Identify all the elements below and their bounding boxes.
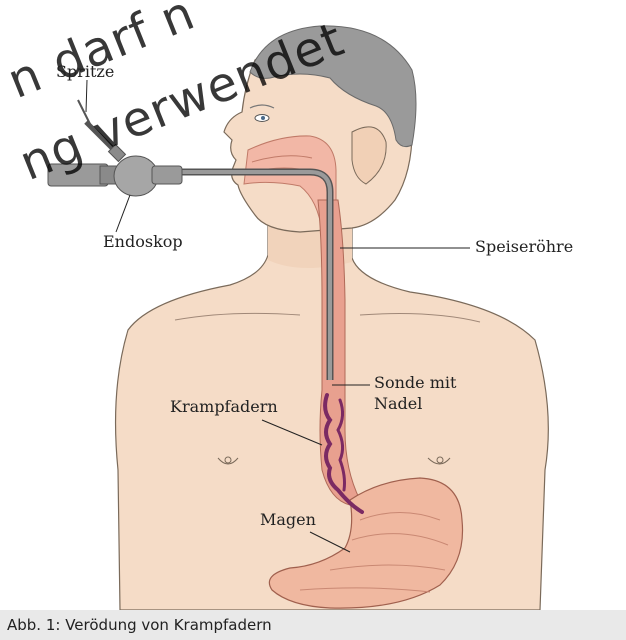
label-magen: Magen (260, 511, 316, 529)
label-spritze: Spritze (56, 63, 114, 81)
label-krampfadern: Krampfadern (170, 398, 278, 416)
label-endoskop: Endoskop (103, 233, 183, 251)
caption-bar: Abb. 1: Verödung von Krampfadern (0, 610, 626, 640)
label-sonde-line-2: Nadel (374, 395, 422, 413)
label-sonde-line-1: Sonde mit (374, 374, 456, 392)
figure-caption: Abb. 1: Verödung von Krampfadern (7, 616, 272, 634)
label-speiseroehre: Speiseröhre (475, 238, 573, 256)
endoscope-head (114, 156, 158, 196)
